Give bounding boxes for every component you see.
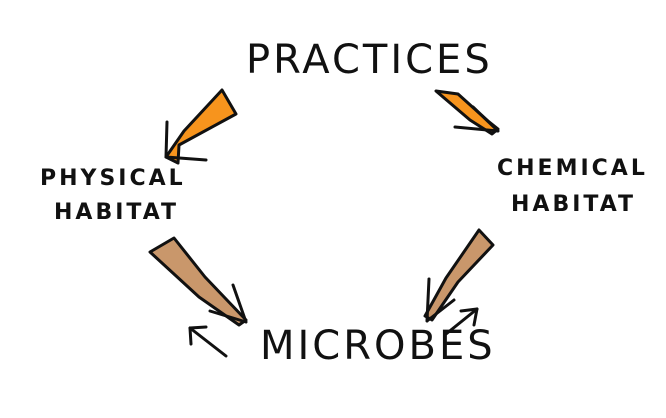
arrow-practices-to-physical <box>164 88 238 165</box>
node-chemical-habitat: Chemical Habitat <box>497 158 648 230</box>
feedback-arrow-left <box>188 325 228 358</box>
node-practices: Practices <box>246 37 493 83</box>
arrow-chemical-to-microbes <box>423 228 495 323</box>
node-physical-habitat-line2: Habitat <box>54 200 180 225</box>
arrow-physical-to-microbes <box>148 236 248 327</box>
node-microbes: Microbes <box>260 323 496 369</box>
feedback-arrow-right <box>444 307 479 336</box>
node-physical-habitat: Physical Habitat <box>40 168 186 236</box>
arrow-practices-to-chemical <box>434 89 500 136</box>
node-physical-habitat-line1: Physical <box>40 166 186 191</box>
node-chemical-habitat-line2: Habitat <box>511 192 637 217</box>
node-chemical-habitat-line1: Chemical <box>497 156 648 181</box>
